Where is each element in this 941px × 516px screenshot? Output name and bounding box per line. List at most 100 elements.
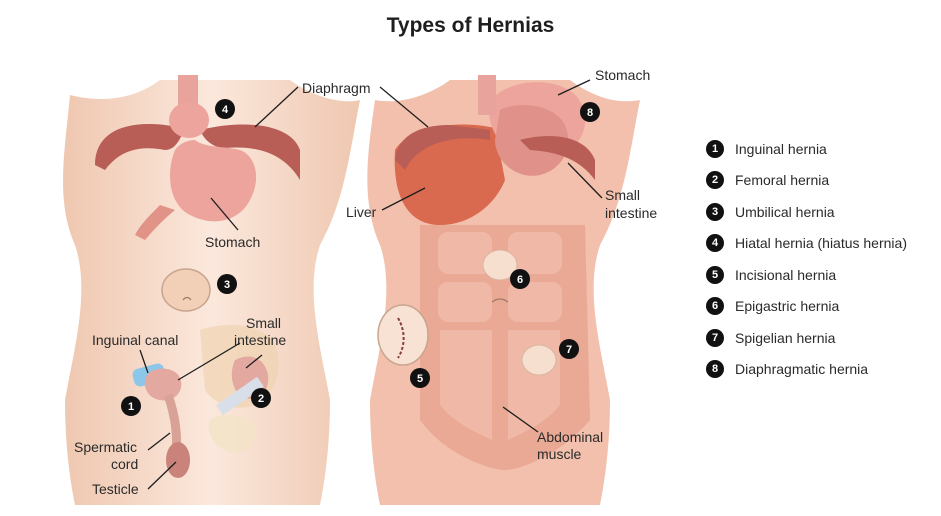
legend-label: Hiatal hernia (hiatus hernia) [735, 235, 907, 251]
label-spermatic-cord-1: Spermatic [74, 439, 137, 455]
muscle-segment-2 [508, 232, 562, 274]
right-diaphragm-2 [520, 136, 595, 180]
legend-item: 8 Diaphragmatic hernia [706, 360, 868, 378]
muscle-segment-3 [438, 282, 492, 322]
left-diaphragm-right [200, 124, 300, 180]
navel [182, 296, 192, 301]
label-stomach-right: Stomach [595, 67, 650, 83]
diaphragm-leader-left [254, 86, 299, 128]
marker-7-circle [559, 339, 579, 359]
left-stomach-duodenum [135, 205, 175, 240]
legend-item: 1 Inguinal hernia [706, 140, 827, 158]
figure-labels: Diaphragm Stomach Inguinal canal Small i… [74, 67, 657, 497]
right-navel [491, 298, 509, 303]
left-stomach [170, 140, 257, 222]
marker-1-circle [121, 396, 141, 416]
label-diaphragm: Diaphragm [302, 80, 370, 96]
intestine-leader-a [177, 342, 241, 381]
spermatic-leader [147, 432, 171, 451]
marker-6: 6 [510, 269, 530, 289]
legend-number: 5 [706, 266, 724, 284]
legend-number: 6 [706, 297, 724, 315]
incision-scar [397, 317, 405, 359]
muscle-segment-1 [438, 232, 492, 274]
hernia-illustration: Diaphragm Stomach Inguinal canal Small i… [63, 67, 657, 505]
label-abdominal-muscle-2: muscle [537, 446, 582, 462]
legend-label: Femoral hernia [735, 172, 830, 188]
legend-label: Spigelian hernia [735, 330, 836, 346]
legend-label: Epigastric hernia [735, 298, 840, 314]
marker-2: 2 [251, 388, 271, 408]
legend-item: 3 Umbilical hernia [706, 203, 835, 221]
legend-item: 2 Femoral hernia [706, 171, 829, 189]
legend-label: Inguinal hernia [735, 141, 827, 157]
legend-item: 7 Spigelian hernia [706, 329, 835, 347]
right-diaphragm [395, 125, 490, 170]
intestine-leader-b [245, 354, 263, 369]
label-abdominal-muscle-1: Abdominal [537, 429, 603, 445]
marker-7-number: 7 [566, 344, 572, 356]
legend-number: 1 [706, 140, 724, 158]
right-esophagus [478, 75, 496, 115]
marker-5-circle [410, 368, 430, 388]
left-torso [63, 75, 361, 505]
figure-title: Types of Hernias [386, 14, 555, 37]
marker-7: 7 [559, 339, 579, 359]
label-small-intestine-left-2: intestine [234, 332, 286, 348]
umbilical-bulge [161, 268, 211, 312]
marker-1-number: 1 [128, 401, 134, 413]
marker-2-number: 2 [258, 393, 264, 405]
legend-label: Incisional hernia [735, 267, 837, 283]
marker-2-circle [251, 388, 271, 408]
spigelian-bulge [521, 344, 557, 376]
diaphragm-leader-right [379, 86, 429, 128]
stomach-leader-right [557, 79, 591, 96]
marker-8-number: 8 [587, 107, 593, 119]
testicle-shape [166, 442, 190, 478]
leader-lines [139, 79, 603, 490]
marker-6-number: 6 [517, 274, 523, 286]
abdominal-leader [502, 406, 539, 433]
inguinal-leader [139, 349, 149, 374]
legend-number: 7 [706, 329, 724, 347]
label-inguinal-canal: Inguinal canal [92, 332, 178, 348]
legend-number: 8 [706, 360, 724, 378]
marker-3-number: 3 [224, 279, 230, 291]
femoral-vessel [216, 376, 264, 416]
hiatal-bulge [169, 102, 209, 138]
inguinal-loop [144, 368, 182, 401]
marker-4-number: 4 [222, 104, 229, 116]
legend-number: 3 [706, 203, 724, 221]
marker-3-circle [217, 274, 237, 294]
label-small-intestine-right-2: intestine [605, 205, 657, 221]
marker-3: 3 [217, 274, 237, 294]
label-stomach-left: Stomach [205, 234, 260, 250]
marker-1: 1 [121, 396, 141, 416]
muscle-segment-5 [440, 330, 492, 440]
liver-leader [381, 187, 426, 211]
left-diaphragm [95, 124, 185, 170]
marker-5: 5 [410, 368, 430, 388]
legend-label: Umbilical hernia [735, 204, 835, 220]
marker-6-circle [510, 269, 530, 289]
left-esophagus [178, 75, 198, 108]
small-intestine-leader-right [567, 162, 603, 199]
right-torso [367, 75, 640, 505]
label-liver: Liver [346, 204, 377, 220]
legend-label: Diaphragmatic hernia [735, 361, 869, 377]
label-small-intestine-left-1: Small [246, 315, 281, 331]
marker-8-circle [580, 102, 600, 122]
muscle-segment-4 [508, 282, 562, 322]
legend-item: 5 Incisional hernia [706, 266, 836, 284]
marker-4-circle [215, 99, 235, 119]
legend-number: 2 [706, 171, 724, 189]
label-testicle: Testicle [92, 481, 139, 497]
legend-item: 6 Epigastric hernia [706, 297, 839, 315]
legend-number: 4 [706, 234, 724, 252]
label-spermatic-cord-2: cord [111, 456, 138, 472]
marker-5-number: 5 [417, 373, 423, 385]
epigastric-bulge [482, 249, 518, 281]
marker-4: 4 [215, 99, 235, 119]
legend-item: 4 Hiatal hernia (hiatus hernia) [706, 234, 907, 252]
label-small-intestine-right-1: Small [605, 187, 640, 203]
